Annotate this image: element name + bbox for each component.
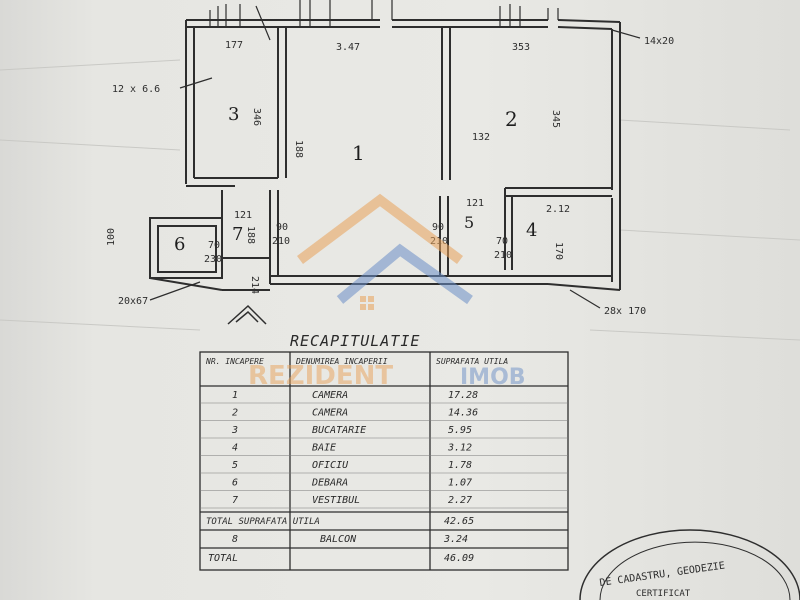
dim-210-left: 210 bbox=[272, 236, 290, 247]
dim-177: 177 bbox=[225, 40, 243, 51]
room-1-label: 1 bbox=[352, 141, 365, 165]
dim-132: 132 bbox=[472, 132, 490, 143]
dim-121-right: 121 bbox=[466, 198, 484, 209]
total-util-value: 42.65 bbox=[444, 516, 474, 527]
table-row-5-name: OFICIU bbox=[312, 460, 349, 471]
table-row-4-name: BAIE bbox=[312, 443, 336, 454]
watermark-brand: REZIDENT bbox=[248, 361, 393, 391]
balcon-name: BALCON bbox=[320, 534, 357, 545]
opening-14x20: 14x20 bbox=[644, 36, 674, 47]
table-row-2-nr: 2 bbox=[232, 408, 238, 419]
table-row-2-name: CAMERA bbox=[312, 408, 348, 419]
dim-170: 170 bbox=[553, 242, 564, 260]
dim-100: 100 bbox=[106, 228, 117, 246]
stamp-text-line1: DE CADASTRU, GEODEZIE bbox=[599, 560, 726, 588]
dim-70-right: 70 bbox=[496, 236, 508, 247]
table-grid bbox=[199, 351, 569, 571]
dim-90-left: 90 bbox=[276, 222, 288, 233]
opening-20x67: 20x67 bbox=[118, 296, 148, 307]
table-row-3-nr: 3 bbox=[231, 425, 238, 436]
table-row-4-nr: 4 bbox=[232, 443, 238, 454]
dim-353: 353 bbox=[512, 42, 530, 53]
total-label: TOTAL bbox=[208, 553, 238, 564]
table-row-2-area: 14.36 bbox=[448, 408, 478, 419]
dim-212: 2.12 bbox=[546, 204, 570, 215]
opening-12x66: 12 x 6.6 bbox=[112, 84, 160, 95]
room-6-label: 6 bbox=[174, 234, 185, 255]
total-util-label: TOTAL SUPRAFATA UTILA bbox=[206, 517, 320, 527]
room-2-label: 2 bbox=[505, 107, 518, 131]
table-row-7-area: 2.27 bbox=[448, 495, 472, 506]
table-row-1-nr: 1 bbox=[232, 390, 238, 401]
total-value: 46.09 bbox=[444, 553, 474, 564]
table-row-5-nr: 5 bbox=[232, 460, 238, 471]
table-row-7-name: VESTIBUL bbox=[312, 495, 360, 506]
room-3-label: 3 bbox=[228, 104, 239, 125]
header-denumire: DENUMIREA INCAPERII bbox=[295, 357, 388, 366]
dim-70-left: 70 bbox=[208, 240, 220, 251]
header-suprafata: SUPRAFATA UTILA bbox=[436, 357, 508, 366]
dim-346: 346 bbox=[251, 108, 262, 126]
header-nr: NR. INCAPERE bbox=[205, 357, 264, 366]
north-arrow-icon bbox=[227, 304, 267, 325]
recap-table: RECAPITULATIE NR. INCAPERE DENUMIREA INC… bbox=[199, 332, 569, 571]
table-row-5-area: 1.78 bbox=[448, 460, 472, 471]
dim-345: 345 bbox=[550, 110, 561, 128]
dim-90-right: 90 bbox=[432, 222, 444, 233]
dim-210-right: 210 bbox=[494, 250, 512, 261]
table-row-1-name: CAMERA bbox=[312, 390, 348, 401]
watermark-text: REZIDENT IMOB bbox=[248, 361, 526, 391]
table-row-6-name: DEBARA bbox=[311, 478, 348, 489]
table-row-4-area: 3.12 bbox=[447, 443, 472, 454]
certificate-stamp: DE CADASTRU, GEODEZIE CERTIFICAT bbox=[579, 529, 800, 600]
dim-121-left: 121 bbox=[234, 210, 252, 221]
dim-214: 214 bbox=[249, 276, 260, 294]
table-row-3-area: 5.95 bbox=[448, 425, 472, 436]
table-row-6-area: 1.07 bbox=[448, 478, 472, 489]
dim-188: 188 bbox=[293, 140, 304, 158]
dim-230: 230 bbox=[204, 254, 222, 265]
table-title: RECAPITULATIE bbox=[290, 332, 420, 350]
stamp-text-line2: CERTIFICAT bbox=[636, 589, 691, 599]
opening-28x170: 28x 170 bbox=[604, 306, 646, 317]
table-row-7-nr: 7 bbox=[232, 495, 238, 506]
background-faint-lines bbox=[0, 59, 800, 341]
dim-188-vestibul: 188 bbox=[245, 226, 256, 244]
walls bbox=[149, 19, 621, 291]
room-7-label: 7 bbox=[232, 224, 243, 245]
table-row-6-nr: 6 bbox=[232, 478, 238, 489]
watermark-house-icon bbox=[297, 193, 473, 310]
watermark-brand-suffix: IMOB bbox=[460, 365, 526, 390]
room-4-label: 4 bbox=[526, 220, 537, 241]
room-5-label: 5 bbox=[464, 213, 474, 232]
balcon-area: 3.24 bbox=[443, 534, 468, 545]
table-row-1-area: 17.28 bbox=[448, 390, 478, 401]
window-marks bbox=[149, 0, 641, 309]
dim-347: 3.47 bbox=[336, 42, 360, 53]
balcon-nr: 8 bbox=[232, 534, 238, 545]
table-row-3-name: BUCATARIE bbox=[312, 425, 366, 436]
